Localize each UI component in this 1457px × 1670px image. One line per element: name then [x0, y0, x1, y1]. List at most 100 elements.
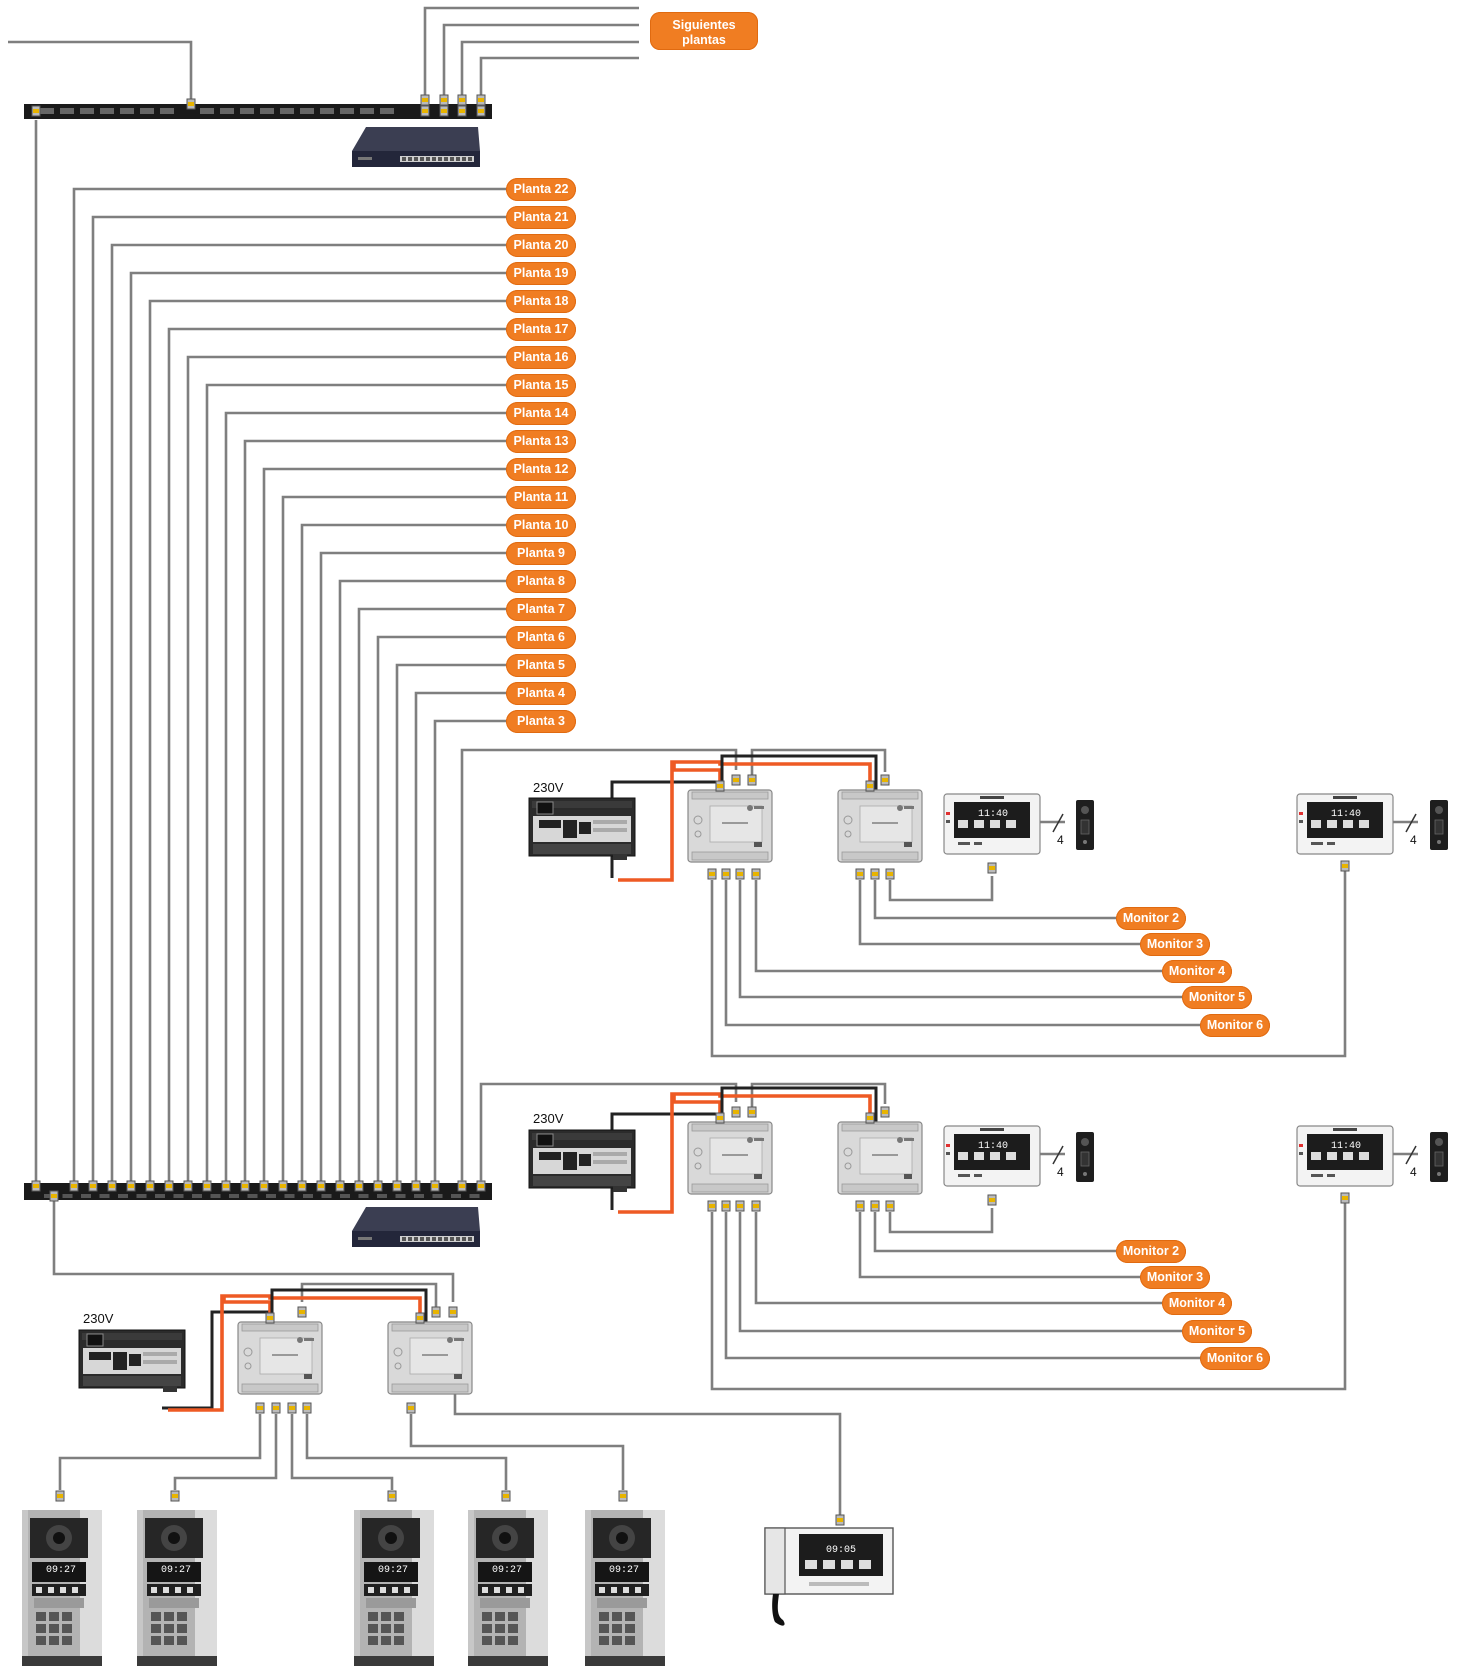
floor-tag: Planta 10	[506, 514, 576, 537]
patch-connector	[297, 1180, 307, 1192]
floor-wire	[433, 719, 506, 1182]
floor-tag: Planta 3	[506, 710, 576, 733]
monitor-tag-a-6: Monitor 6	[1200, 1014, 1270, 1037]
floor-tag: Planta 15	[506, 374, 576, 397]
distributor-a1	[687, 789, 773, 863]
floor-wire	[243, 439, 506, 1182]
patch-port	[210, 1194, 221, 1198]
floor-wire	[167, 327, 506, 1182]
monitor-tag-b-2: Monitor 2	[1116, 1240, 1186, 1263]
patch-connector	[221, 1180, 231, 1192]
patch-connector	[278, 1180, 288, 1192]
door-unit-b2	[1429, 1131, 1449, 1183]
floor-wire	[110, 243, 506, 1182]
floor-wire	[357, 607, 506, 1182]
floor-wire	[319, 551, 506, 1182]
floor-wire	[224, 411, 506, 1182]
distributor-b2	[837, 1121, 923, 1195]
patch-connector	[202, 1180, 212, 1192]
patch-port	[469, 1194, 480, 1198]
floor-wire	[186, 355, 506, 1182]
next-floors-wire-3	[460, 40, 639, 96]
power-label-a: 230V	[533, 780, 564, 795]
network-switch-bottom	[352, 1207, 480, 1247]
patch-connector	[88, 1180, 98, 1192]
power-label-entrance: 230V	[83, 1311, 114, 1326]
monitor-tag-a-3: Monitor 3	[1140, 933, 1210, 956]
floor-tag: Planta 9	[506, 542, 576, 565]
door-unit-a1	[1075, 799, 1095, 851]
patch-connector	[259, 1180, 269, 1192]
floor-tag: Planta 8	[506, 570, 576, 593]
floor-tag: Planta 21	[506, 206, 576, 229]
wire-count-b2: 4	[1410, 1165, 1417, 1179]
patch-port	[229, 1194, 239, 1198]
monitor-b1	[943, 1125, 1041, 1187]
floor-wire	[148, 299, 506, 1182]
patch-connector	[183, 1180, 193, 1192]
panel-2-clock: 09:27	[161, 1565, 191, 1576]
wire-count-a2: 4	[1410, 833, 1417, 847]
monitor-tag-b-3: Monitor 3	[1140, 1266, 1210, 1289]
monitor-tag-a-4: Monitor 4	[1162, 960, 1232, 983]
patch-connector	[476, 1180, 486, 1192]
monitor-tag-a-5: Monitor 5	[1182, 986, 1252, 1009]
network-switch-top	[352, 127, 480, 167]
concierge-clock: 09:05	[826, 1545, 856, 1556]
monitor-b2	[1296, 1125, 1394, 1187]
patch-port	[118, 1194, 128, 1198]
next-floors-label: Siguientes plantas	[650, 12, 758, 50]
patch-port	[358, 1194, 369, 1198]
patch-bar-top	[24, 104, 492, 119]
floor-wires	[72, 187, 506, 1182]
panel-5-clock: 09:27	[609, 1565, 639, 1576]
floor-tag: Planta 5	[506, 654, 576, 677]
monitor-a2	[1296, 793, 1394, 855]
floor-tag: Planta 18	[506, 290, 576, 313]
power-label-b: 230V	[533, 1111, 564, 1126]
next-floors-wire-2	[442, 23, 639, 96]
patch-port	[395, 1194, 406, 1198]
next-floors-wire-1	[423, 6, 639, 96]
floor-wire	[72, 187, 506, 1182]
patch-port	[266, 1194, 276, 1198]
patch-connector	[411, 1180, 421, 1192]
monitor-tag-b-6: Monitor 6	[1200, 1347, 1270, 1370]
floor-wire	[376, 635, 506, 1182]
patch-connector	[69, 1180, 79, 1192]
outdoor-panel-1	[22, 1510, 102, 1666]
patch-connector	[31, 1180, 41, 1192]
floor-wire	[129, 271, 506, 1182]
monitor-b1-clock: 11:40	[978, 1141, 1008, 1152]
patch-connector	[107, 1180, 117, 1192]
floor-wire	[91, 215, 506, 1182]
patch-port	[247, 1194, 258, 1198]
patch-connector	[373, 1180, 383, 1192]
outdoor-panel-3	[354, 1510, 434, 1666]
patch-port	[62, 1194, 73, 1198]
monitor-a2-clock: 11:40	[1331, 809, 1361, 820]
monitor-tag-b-4: Monitor 4	[1162, 1292, 1232, 1315]
entrance-group	[22, 1190, 894, 1666]
patch-connector	[145, 1180, 155, 1192]
patch-port	[99, 1194, 110, 1198]
patch-port	[414, 1194, 424, 1198]
power-supply-a	[528, 797, 636, 861]
panel-1-clock: 09:27	[46, 1565, 76, 1576]
panel-4-clock: 09:27	[492, 1565, 522, 1576]
floor-group-a	[460, 748, 1449, 1182]
patch-port	[451, 1194, 461, 1198]
outdoor-panel-5	[585, 1510, 665, 1666]
monitor-b2-clock: 11:40	[1331, 1141, 1361, 1152]
floor-tag: Planta 16	[506, 346, 576, 369]
floor-tag: Planta 22	[506, 178, 576, 201]
patch-port	[173, 1194, 184, 1198]
floor-tag: Planta 20	[506, 234, 576, 257]
patch-port	[432, 1194, 443, 1198]
distributor-e1	[237, 1321, 323, 1395]
panel-3-clock: 09:27	[378, 1565, 408, 1576]
monitor-a1	[943, 793, 1041, 855]
floor-tag: Planta 13	[506, 430, 576, 453]
floor-wire	[300, 523, 506, 1182]
patch-port	[377, 1194, 387, 1198]
